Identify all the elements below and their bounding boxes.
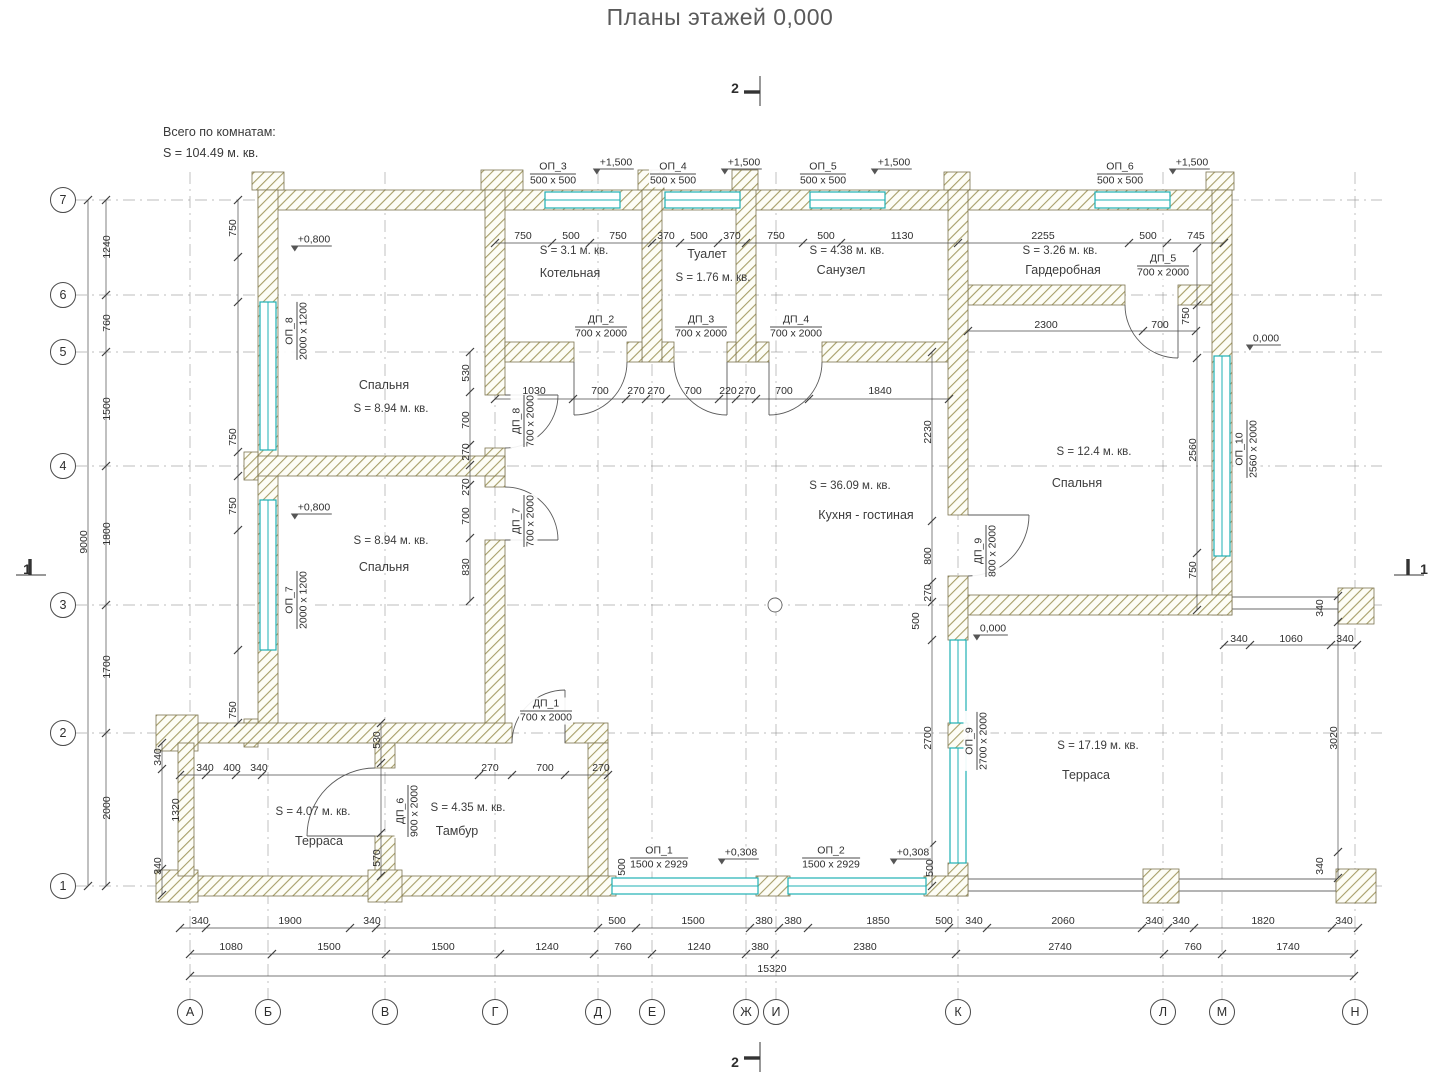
center-mark	[767, 597, 783, 613]
windows	[259, 191, 1231, 895]
page-title: Планы этажей 0,000	[606, 4, 834, 30]
total-area-caption: Всего по комнатам:	[163, 125, 276, 139]
total-area-value: S = 104.49 м. кв.	[163, 146, 259, 160]
dimension-lines	[83, 195, 1363, 981]
total-area-note: Всего по комнатам: S = 104.49 м. кв.	[163, 122, 276, 164]
doors	[306, 304, 1179, 837]
terrace-railings	[967, 596, 1339, 892]
walls	[155, 169, 1377, 904]
section-cut-marks	[16, 76, 1424, 1072]
